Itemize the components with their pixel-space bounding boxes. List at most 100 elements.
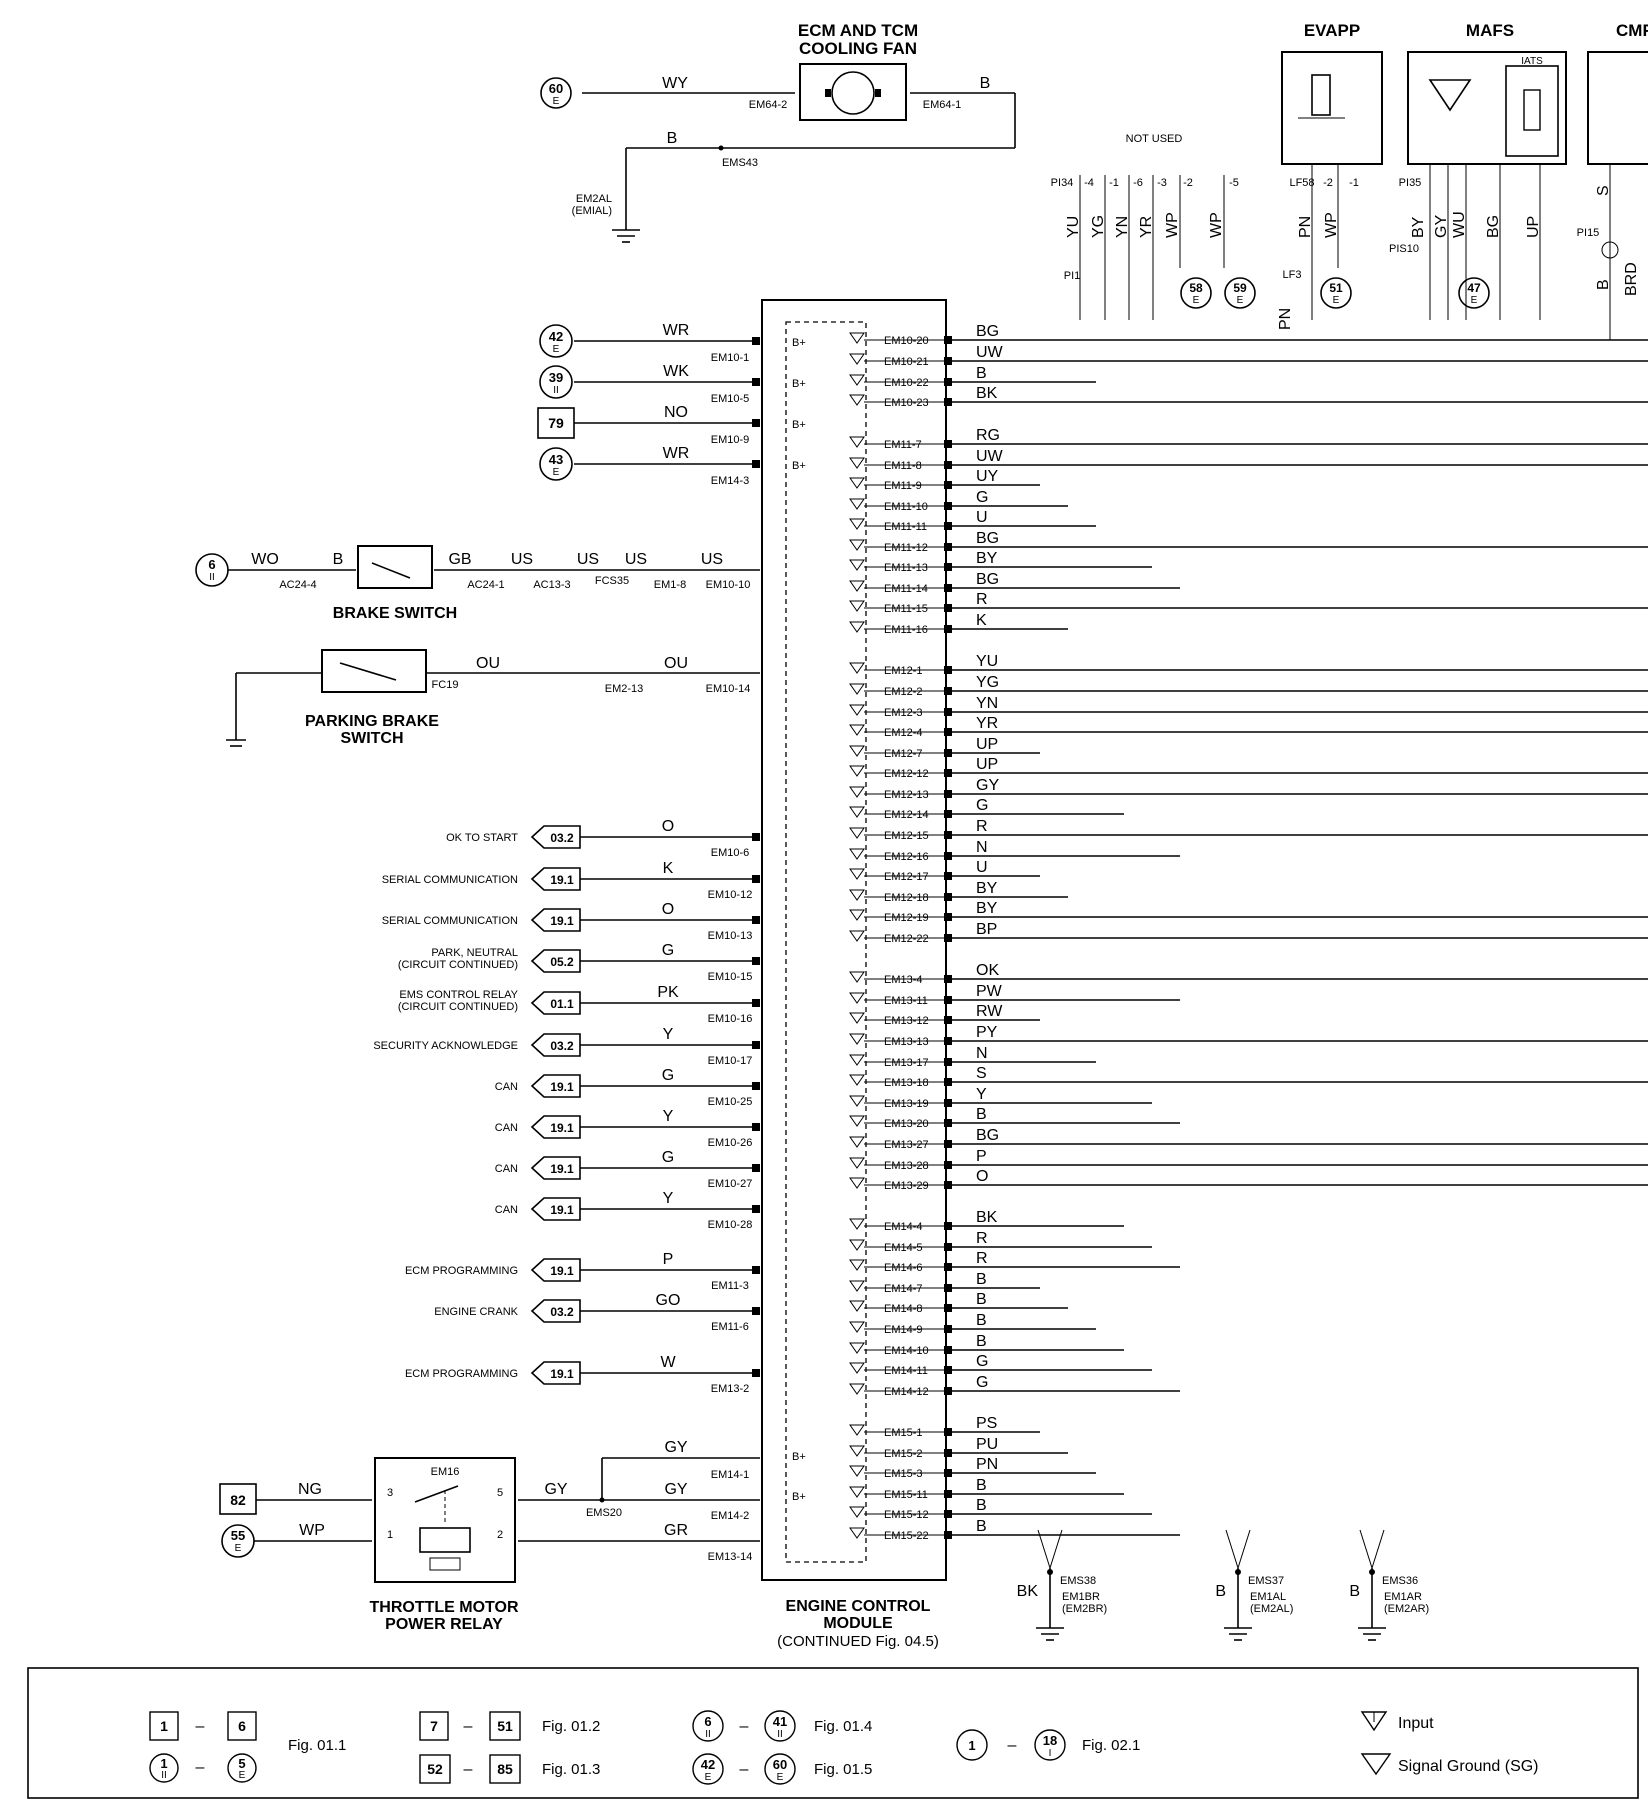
svg-text:7: 7 bbox=[430, 1718, 438, 1734]
ecm-wire-color: U bbox=[976, 859, 988, 876]
svg-text:51: 51 bbox=[497, 1718, 513, 1734]
ecm-pin-row: EM14-7B bbox=[849, 1271, 1040, 1295]
svg-text:-4: -4 bbox=[1084, 177, 1094, 189]
ecm-pin-label: EM11-7 bbox=[884, 439, 922, 451]
svg-text:-3: -3 bbox=[1157, 177, 1167, 189]
ecm-pin-label: EM13-12 bbox=[884, 1015, 929, 1027]
svg-text:–: – bbox=[196, 1718, 205, 1735]
power-ref-sub: E bbox=[553, 344, 560, 355]
iats-title: IATS bbox=[1521, 56, 1543, 67]
svg-text:PI35: PI35 bbox=[1399, 177, 1422, 189]
svg-text:58: 58 bbox=[1189, 281, 1203, 295]
ecm-pin-row: EM11-7 RG bbox=[849, 427, 1648, 451]
ecm-wire-color: YU bbox=[976, 653, 998, 670]
svg-text:PI15: PI15 bbox=[1577, 227, 1600, 239]
svg-text:EM1-8: EM1-8 bbox=[654, 579, 686, 591]
ecm-pin-label: EM11-8 bbox=[884, 460, 922, 472]
ecm-pin-row: EM14-9 B bbox=[849, 1312, 1096, 1336]
svg-text:41: 41 bbox=[773, 1714, 787, 1729]
ground-splice-id: EMS37 bbox=[1248, 1575, 1284, 1587]
ecm-wire-color: BK bbox=[976, 385, 998, 402]
cmp-sensor: CMF S B BRD PI15 bbox=[1577, 21, 1648, 340]
svg-text:E: E bbox=[553, 96, 560, 107]
ecm-pin-label: EM14-6 bbox=[884, 1262, 923, 1274]
svg-text:1: 1 bbox=[160, 1718, 168, 1734]
svg-text:42: 42 bbox=[701, 1757, 715, 1772]
ecm-pin-row: EM15-1PS bbox=[849, 1415, 1040, 1439]
ecm-pin-row: EM12-1YU bbox=[849, 653, 1648, 677]
ecm-pin-label: EM13-13 bbox=[884, 1036, 929, 1048]
svg-text:US: US bbox=[701, 551, 723, 568]
ecm-pin-label: EM12-13 bbox=[884, 789, 929, 801]
svg-text:EMS20: EMS20 bbox=[586, 1507, 622, 1519]
svg-text:FCS35: FCS35 bbox=[595, 575, 629, 587]
svg-text:GY: GY bbox=[664, 1481, 687, 1498]
ecm-pin-label: EM14-9 bbox=[884, 1324, 923, 1336]
signal-pin: EM11-3 bbox=[711, 1280, 749, 1292]
ecm-pin-row: EM12-3YN bbox=[849, 695, 1648, 719]
ecm-wire-color: BY bbox=[976, 900, 998, 917]
ecm-wire-color: R bbox=[976, 1230, 988, 1247]
ecm-pin-row: EM12-7UP bbox=[849, 736, 1040, 760]
ecm-pin-label: EM15-12 bbox=[884, 1509, 929, 1521]
ecm-pin-row: EM13-17N bbox=[849, 1045, 1096, 1069]
legend-fig-014: Fig. 01.4 bbox=[814, 1718, 872, 1735]
ecm-wire-color: R bbox=[976, 1250, 988, 1267]
ecm-pin-label: EM14-5 bbox=[884, 1242, 923, 1254]
svg-text:S: S bbox=[1595, 185, 1612, 196]
signal-ref: 19.1 bbox=[550, 914, 574, 928]
ecm-power-inputs: 42EWREM10-139IIWKEM10-579NOEM10-943EWREM… bbox=[537, 322, 760, 487]
ecm-wire-color: N bbox=[976, 839, 988, 856]
svg-text:–: – bbox=[1008, 1737, 1017, 1754]
svg-text:WP: WP bbox=[1323, 212, 1340, 238]
svg-text:B: B bbox=[980, 75, 991, 92]
ecm-wire-color: UY bbox=[976, 468, 999, 485]
ecm-wire-color: B bbox=[976, 1312, 987, 1329]
ground-location: EM1AL bbox=[1250, 1591, 1286, 1603]
svg-text:E: E bbox=[705, 1772, 712, 1783]
ecm-wire-color: P bbox=[976, 1148, 987, 1165]
svg-text:EMS43: EMS43 bbox=[722, 157, 758, 169]
ground-location: EM1AR bbox=[1384, 1591, 1422, 1603]
ecm-pin-label: EM14-11 bbox=[884, 1365, 928, 1377]
svg-text:OU: OU bbox=[664, 655, 688, 672]
ecm-pin-label: EM14-12 bbox=[884, 1386, 929, 1398]
signal-wire: G bbox=[662, 942, 674, 959]
ecm-wire-color: UP bbox=[976, 736, 998, 753]
signal-wire: O bbox=[662, 818, 674, 835]
ecm-wire-color: RG bbox=[976, 427, 1000, 444]
ecm-pin-label: EM14-4 bbox=[884, 1221, 923, 1233]
ecm-pin-row: EM11-11U bbox=[849, 509, 1096, 533]
svg-text:BG: BG bbox=[1485, 215, 1502, 238]
ecm-pin-label: EM12-17 bbox=[884, 871, 929, 883]
svg-text:55: 55 bbox=[231, 1528, 245, 1543]
svg-text:–: – bbox=[464, 1761, 473, 1778]
ecm-wire-color: N bbox=[976, 1045, 988, 1062]
svg-text:EM64-2: EM64-2 bbox=[749, 99, 788, 111]
ecm-title-3: (CONTINUED Fig. 04.5) bbox=[777, 1633, 939, 1650]
signal-ref: 19.1 bbox=[550, 1080, 574, 1094]
signal-ref: 19.1 bbox=[550, 1162, 574, 1176]
ecm-pin-label: EM11-14 bbox=[884, 583, 928, 595]
ecm-pin-label: EM12-3 bbox=[884, 707, 923, 719]
signal-pin: EM10-25 bbox=[708, 1096, 753, 1108]
svg-text:YU: YU bbox=[1065, 216, 1082, 238]
ecm-pin-row: EM12-14G bbox=[849, 797, 1124, 821]
svg-text:6: 6 bbox=[238, 1718, 246, 1734]
ecm-pin-label: EM11-9 bbox=[884, 480, 922, 492]
ecm-pin-label: EM13-19 bbox=[884, 1098, 929, 1110]
signal-ref: 03.2 bbox=[550, 1039, 574, 1053]
signal-label: ECM PROGRAMMING bbox=[405, 1368, 518, 1380]
ecm-wire-color: BY bbox=[976, 550, 998, 567]
ecm-wire-color: OK bbox=[976, 962, 999, 979]
svg-text:GY: GY bbox=[544, 1481, 567, 1498]
ecm-pin-row: EM13-29O bbox=[849, 1168, 1648, 1192]
ecm-pin-row: EM11-16K bbox=[849, 612, 1068, 636]
ecm-pin-row: EM14-5 R bbox=[849, 1230, 1152, 1254]
